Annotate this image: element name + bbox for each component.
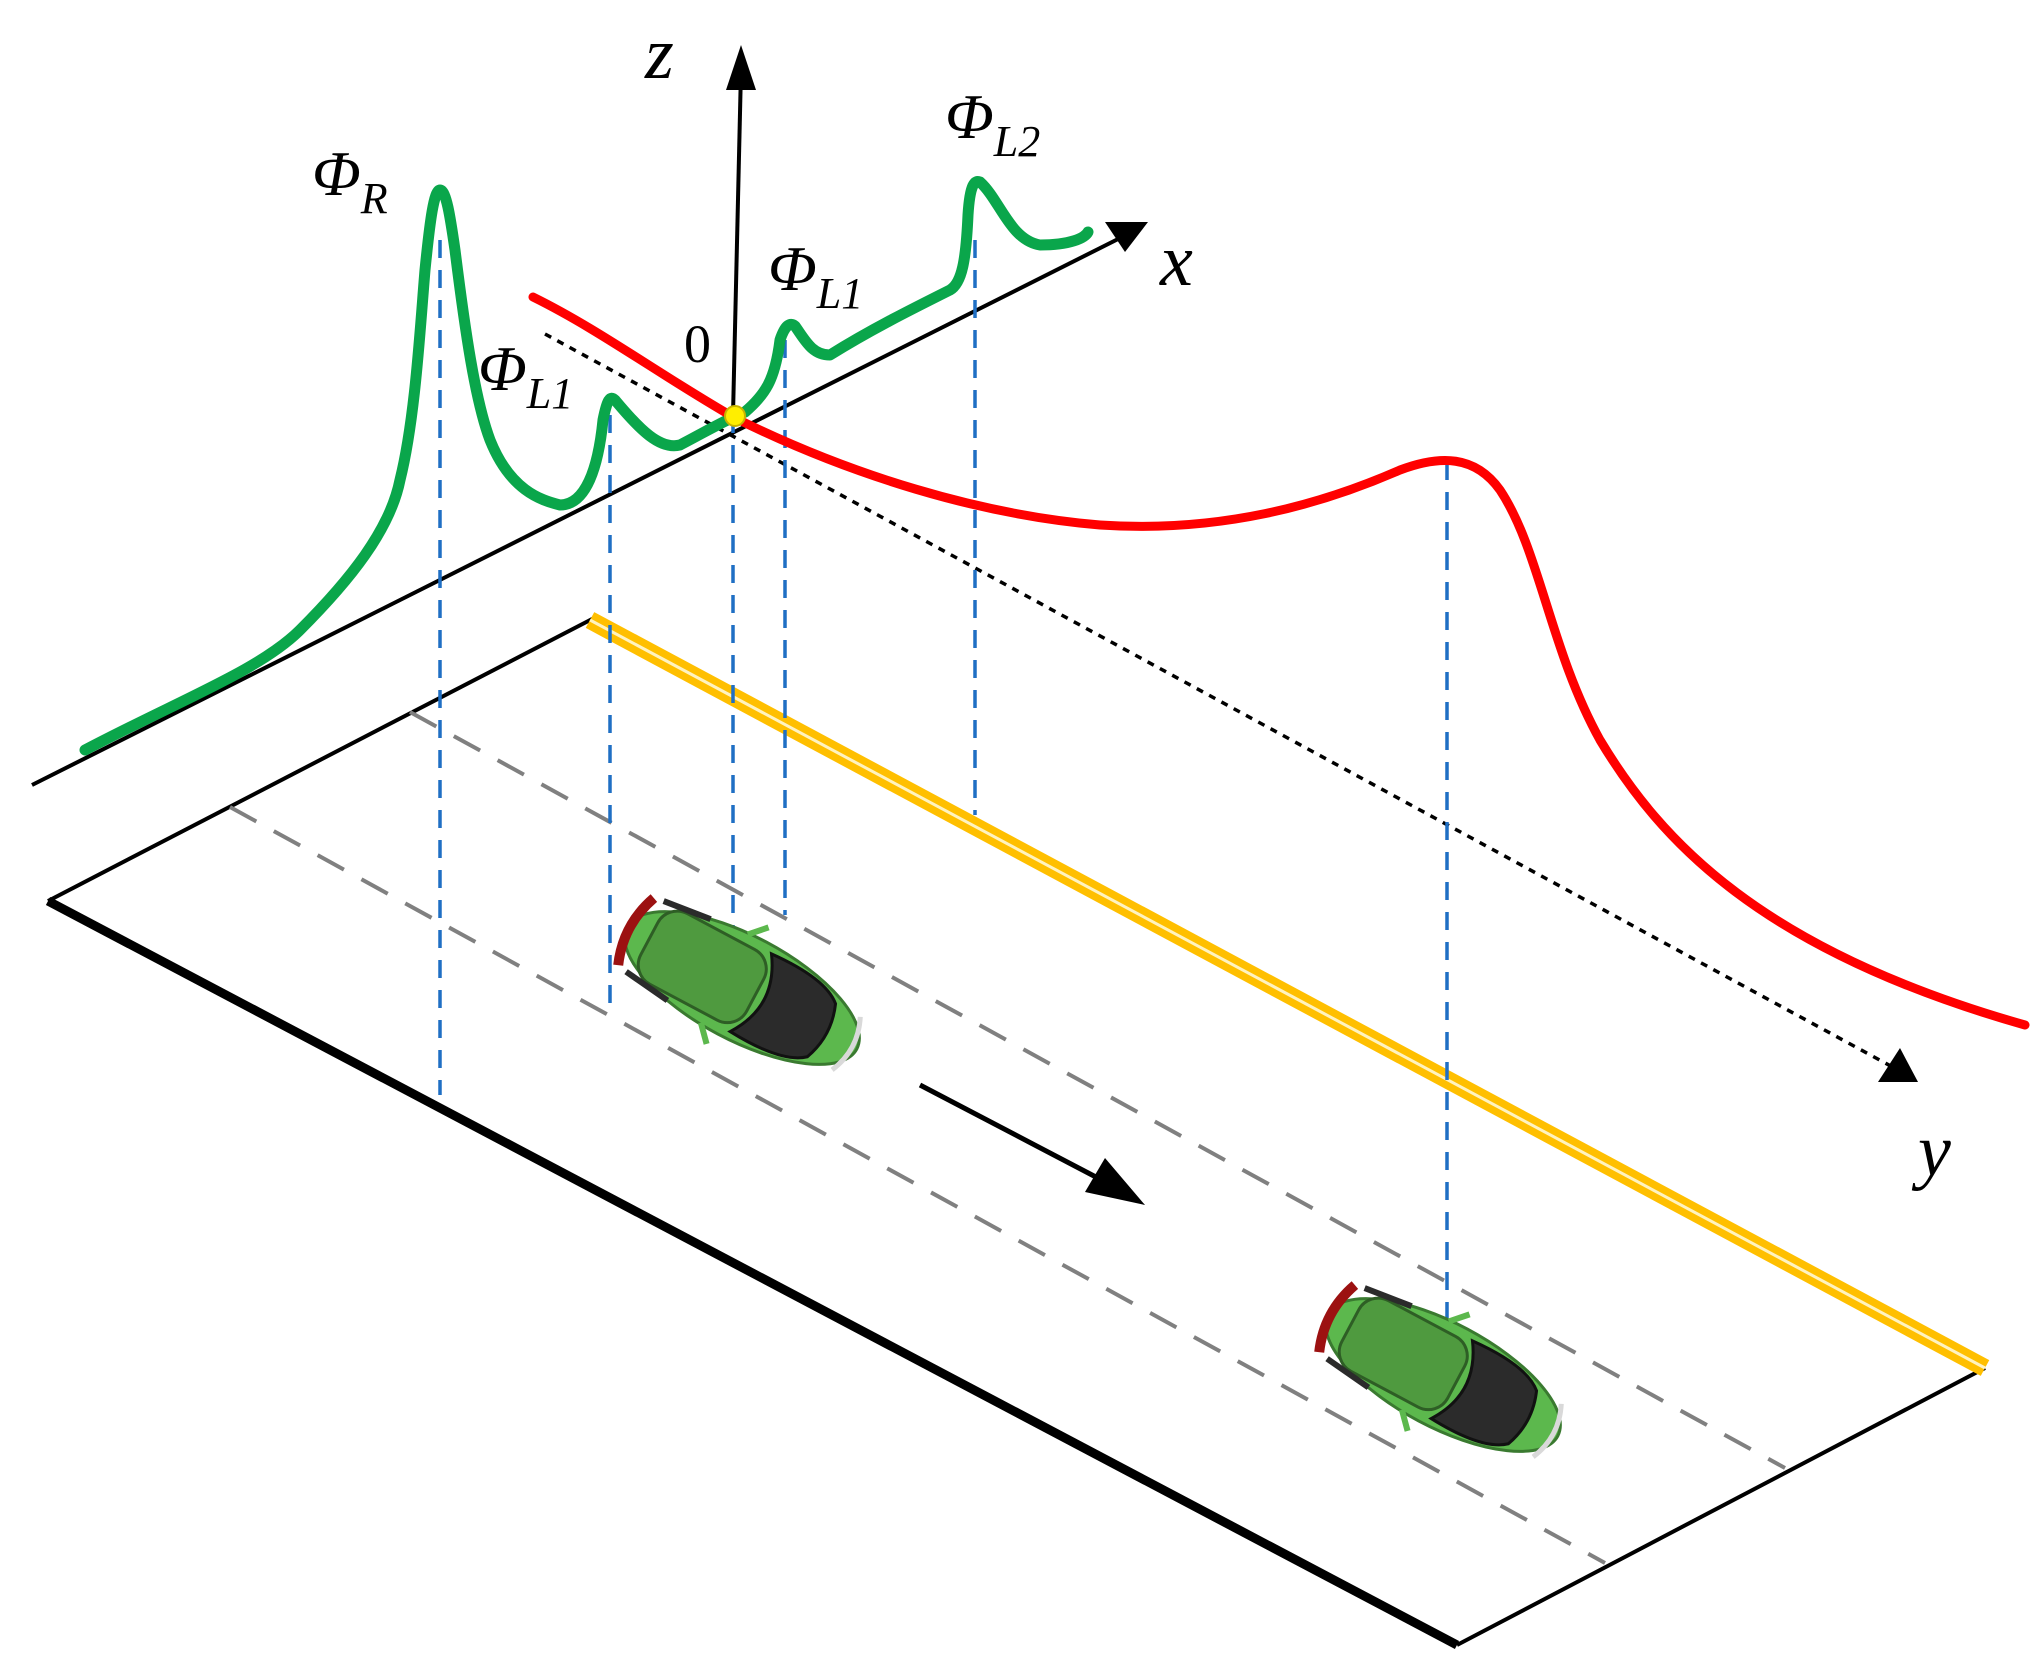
lane-dash-1 xyxy=(409,710,1786,1470)
phi-r-sub: R xyxy=(360,174,388,223)
x-axis-arrowhead xyxy=(1105,222,1148,252)
center-line-inner xyxy=(589,618,1986,1370)
label-phi-l1-left: ΦL1 xyxy=(478,333,573,418)
y-axis-line xyxy=(544,332,1899,1072)
origin-marker xyxy=(724,405,746,427)
road-left-edge xyxy=(45,897,1460,1649)
y-axis-label: y xyxy=(1911,1110,1951,1192)
origin-label: 0 xyxy=(684,314,711,374)
ego-car-icon xyxy=(596,869,888,1108)
lane-dash-2 xyxy=(229,805,1606,1565)
projection-lines xyxy=(438,240,1449,1362)
z-axis-label: z xyxy=(644,13,674,95)
front-car-icon xyxy=(1297,1256,1589,1495)
phi-l1-right-main: Φ xyxy=(768,233,817,304)
x-axis-line xyxy=(31,226,1142,787)
arrow-right-icon xyxy=(1085,1158,1145,1205)
label-phi-l2: ΦL2 xyxy=(945,81,1040,166)
label-phi-r: ΦR xyxy=(312,138,388,223)
road-plane xyxy=(45,612,1990,1649)
label-phi-l1-right: ΦL1 xyxy=(768,233,863,318)
z-axis-arrowhead xyxy=(726,45,756,90)
phi-r-main: Φ xyxy=(312,138,361,209)
phi-l1-left-sub: L1 xyxy=(526,369,573,418)
y-axis-arrowhead xyxy=(1878,1048,1918,1082)
phi-l2-main: Φ xyxy=(945,81,994,152)
longitudinal-potential-curve xyxy=(528,292,2030,1030)
phi-l1-right-sub: L1 xyxy=(816,269,863,318)
phi-l1-left-main: Φ xyxy=(478,333,527,404)
z-axis-line xyxy=(731,69,743,416)
phi-l2-sub: L2 xyxy=(993,117,1040,166)
direction-arrow-line xyxy=(918,1082,1117,1190)
x-axis-label: x xyxy=(1159,220,1193,302)
lateral-potential-curve xyxy=(79,176,1094,756)
road-far-edge xyxy=(47,615,597,903)
road-near-edge xyxy=(1456,1366,1986,1647)
